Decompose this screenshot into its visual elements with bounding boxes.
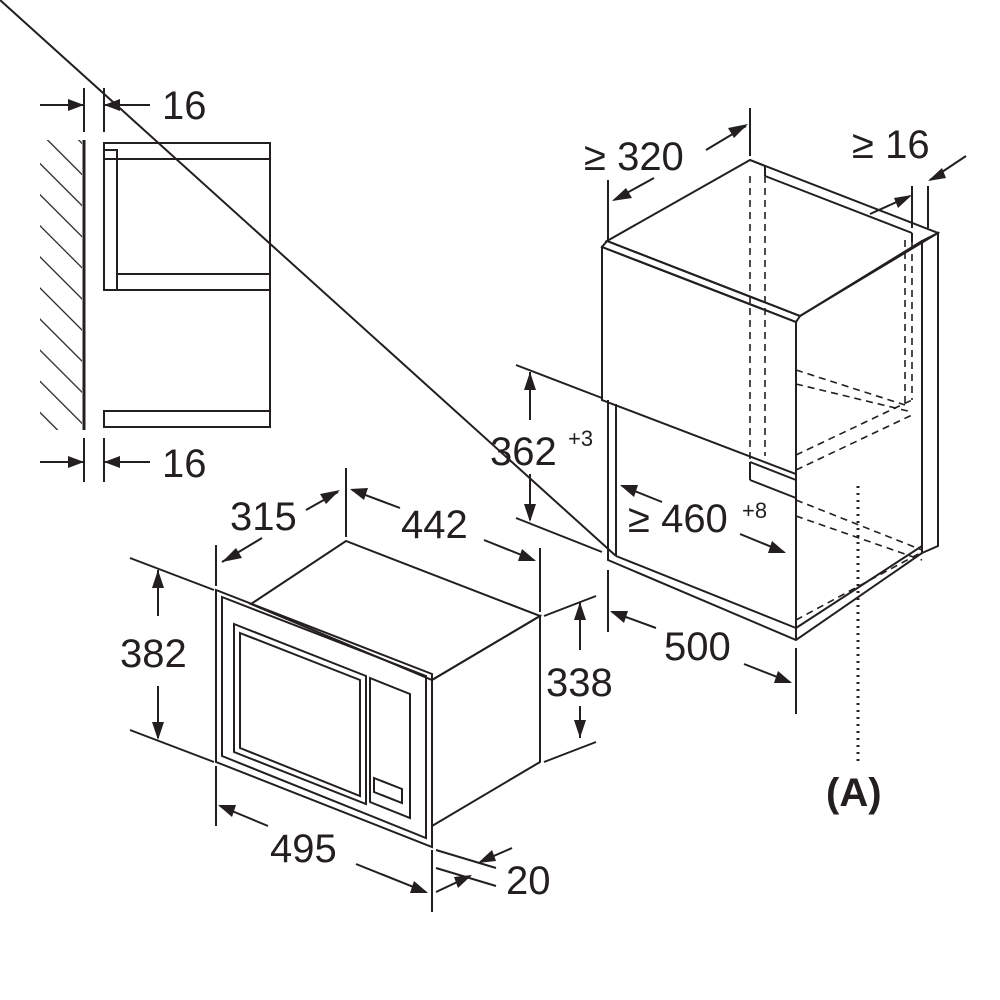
- upper-shelf: [103, 142, 271, 160]
- appliance-window: [233, 622, 367, 806]
- side-view: 16 16: [40, 84, 271, 486]
- appliance-side: [431, 614, 541, 828]
- niche-height-tolerance: +3: [568, 426, 593, 451]
- upper-cabinet-top: [604, 158, 941, 318]
- appliance-control-panel: [369, 676, 411, 820]
- depth-315-label: 315: [230, 495, 297, 539]
- side-top-gap-label: 16: [162, 84, 207, 128]
- appliance-front-frame-outline: [215, 588, 433, 849]
- cabinet-side-panel: [921, 231, 939, 555]
- niche-height-label: 362: [490, 430, 557, 474]
- appliance-display: [373, 776, 403, 805]
- niche-width-label: ≥ 460: [628, 497, 728, 541]
- width-442-label: 442: [401, 503, 468, 547]
- thickness-20-label: 20: [506, 859, 551, 903]
- niche-depth-320-label: ≥ 320: [584, 135, 684, 179]
- wall-hatching: [40, 140, 82, 430]
- niche-side-gap-label: ≥ 16: [852, 123, 930, 167]
- height-382-label: 382: [120, 632, 187, 676]
- appliance-view: 382 338 315 442 495: [120, 468, 613, 912]
- cabinet-view: (A) ≥ 320 ≥ 16 362 +3 ≥ 460 +8: [0, 0, 967, 815]
- height-338-label: 338: [546, 661, 613, 705]
- upper-cabinet-front: [601, 245, 797, 476]
- niche-width-tolerance: +8: [742, 498, 767, 523]
- callout-a-label: (A): [826, 771, 882, 815]
- width-495-label: 495: [270, 827, 337, 871]
- appliance-front-frame: [103, 149, 118, 291]
- lower-shelf: [103, 410, 271, 428]
- side-bottom-gap-label: 16: [162, 442, 207, 486]
- cabinet-depth-500-label: 500: [664, 625, 731, 669]
